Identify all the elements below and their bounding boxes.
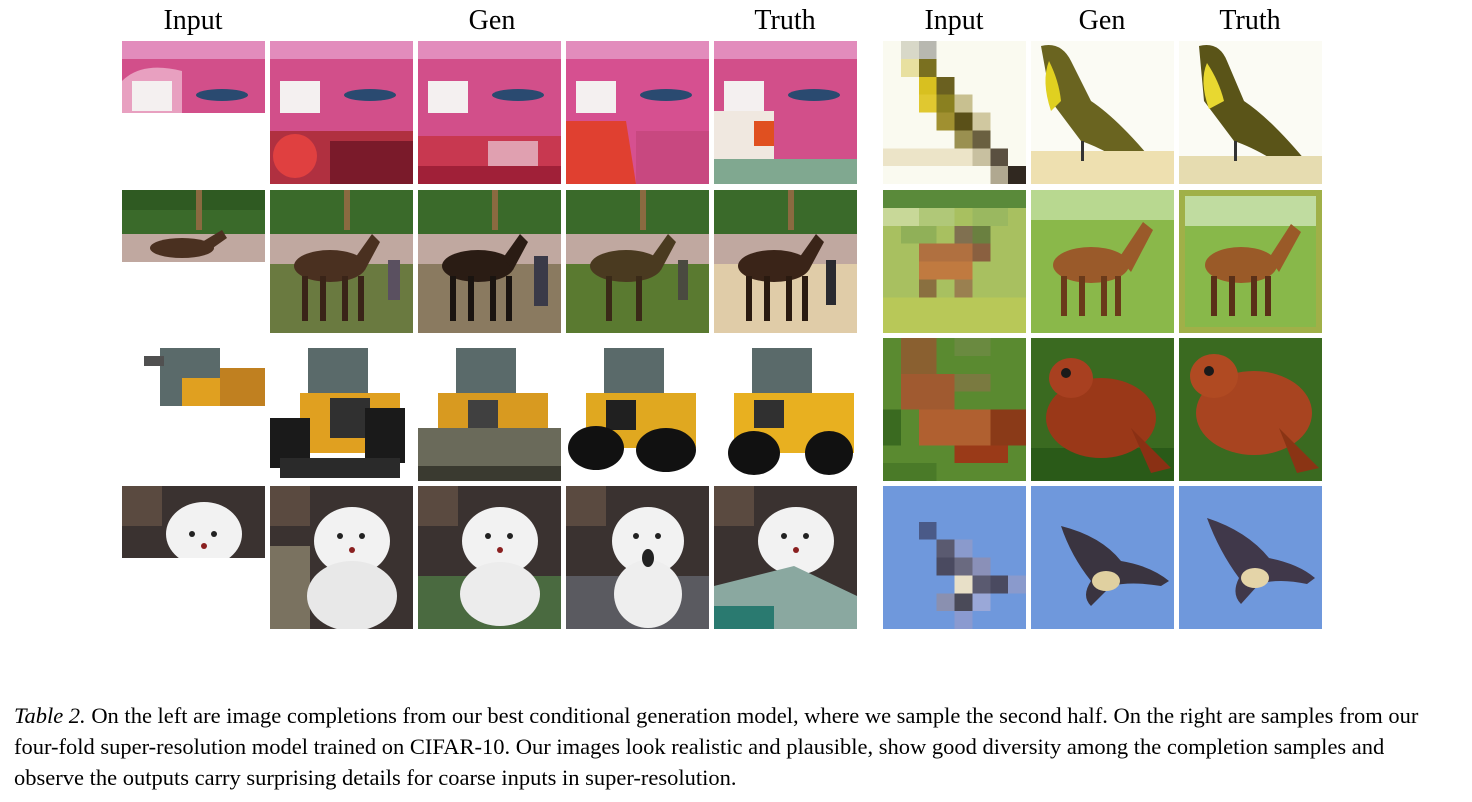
header-right-gen: Gen [1078, 5, 1126, 36]
image-tile [566, 486, 709, 629]
image-tile [122, 190, 265, 262]
header-left-input: Input [163, 5, 223, 36]
image-tile [714, 338, 857, 481]
image-tile [566, 41, 709, 184]
image-tile [1179, 190, 1322, 333]
image-tile [270, 190, 413, 333]
image-tile [1179, 338, 1322, 481]
image-tile [714, 41, 857, 184]
image-tile [122, 41, 265, 113]
image-tile [883, 41, 1026, 184]
image-tile [122, 486, 265, 558]
image-tile [1031, 486, 1174, 629]
header-left-truth: Truth [754, 5, 816, 36]
image-tile [418, 338, 561, 481]
header-right-truth: Truth [1219, 5, 1281, 36]
image-tile [1031, 190, 1174, 333]
caption-text: On the left are image completions from o… [14, 703, 1419, 790]
image-tile [1031, 338, 1174, 481]
image-tile [566, 190, 709, 333]
image-tile [883, 338, 1026, 481]
image-tile [1179, 41, 1322, 184]
image-tile [566, 338, 709, 481]
image-tile [418, 190, 561, 333]
image-tile [270, 338, 413, 481]
image-tile [714, 486, 857, 629]
image-tile [883, 486, 1026, 629]
header-right-input: Input [924, 5, 984, 36]
image-tile [122, 338, 265, 410]
image-tile [883, 190, 1026, 333]
image-tile [418, 41, 561, 184]
image-tile [1179, 486, 1322, 629]
image-tile [418, 486, 561, 629]
image-tile [270, 486, 413, 629]
caption-label: Table 2. [14, 703, 86, 728]
table-caption: Table 2. On the left are image completio… [14, 700, 1459, 793]
image-tile [270, 41, 413, 184]
image-tile [714, 190, 857, 333]
header-left-gen: Gen [468, 5, 516, 36]
image-tile [1031, 41, 1174, 184]
